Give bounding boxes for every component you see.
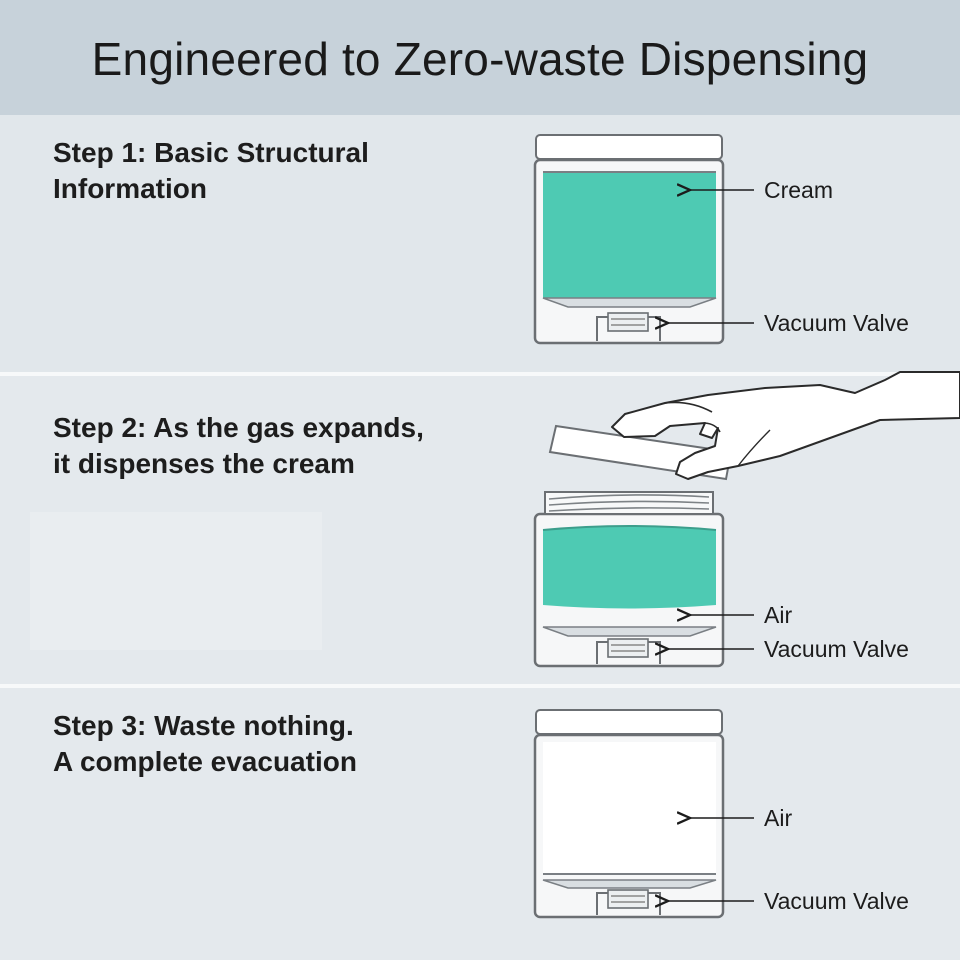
step-1-title-line-2: Information — [53, 173, 207, 204]
jar-lid-icon — [535, 709, 723, 735]
cream-fill — [543, 526, 716, 609]
header-banner: Engineered to Zero-waste Dispensing — [0, 0, 960, 115]
vacuum-valve-label: Vacuum Valve — [764, 310, 909, 336]
air-space — [543, 742, 716, 873]
step-1-title: Step 1: Basic Structural Information — [53, 135, 369, 207]
step-3-title-line-2: A complete evacuation — [53, 746, 357, 777]
cream-fill — [543, 173, 716, 298]
step-1-title-line-1: Step 1: Basic Structural — [53, 137, 369, 168]
hand-icon — [611, 371, 960, 480]
step-3-panel — [0, 688, 960, 960]
jar-lid-icon — [535, 134, 723, 160]
divider — [0, 684, 960, 688]
piston-disc — [542, 297, 717, 308]
vacuum-valve-icon — [596, 312, 661, 341]
divider — [0, 372, 960, 376]
step-2-title: Step 2: As the gas expands, it dispenses… — [53, 410, 424, 482]
step-3-title-line-1: Step 3: Waste nothing. — [53, 710, 354, 741]
jar-neck — [544, 491, 714, 515]
step-2-jar: Air Vacuum Valve — [533, 491, 909, 668]
piston-disc — [542, 879, 717, 889]
air-label: Air — [764, 602, 792, 628]
step-3-jar: Air Vacuum Valve — [533, 709, 909, 919]
step-2-title-line-1: Step 2: As the gas expands, — [53, 412, 424, 443]
piston-disc — [542, 626, 717, 637]
step-2-title-line-2: it dispenses the cream — [53, 448, 355, 479]
step-1-panel — [0, 115, 960, 372]
air-label: Air — [764, 805, 792, 831]
vacuum-valve-icon — [596, 889, 661, 915]
blank-area — [30, 512, 322, 650]
step-1-jar: Cream Vacuum Valve — [533, 134, 909, 345]
vacuum-valve-label: Vacuum Valve — [764, 888, 909, 914]
step-3-title: Step 3: Waste nothing. A complete evacua… — [53, 708, 357, 780]
page-title: Engineered to Zero-waste Dispensing — [91, 33, 869, 85]
vacuum-valve-label: Vacuum Valve — [764, 636, 909, 662]
cream-label: Cream — [764, 177, 833, 203]
